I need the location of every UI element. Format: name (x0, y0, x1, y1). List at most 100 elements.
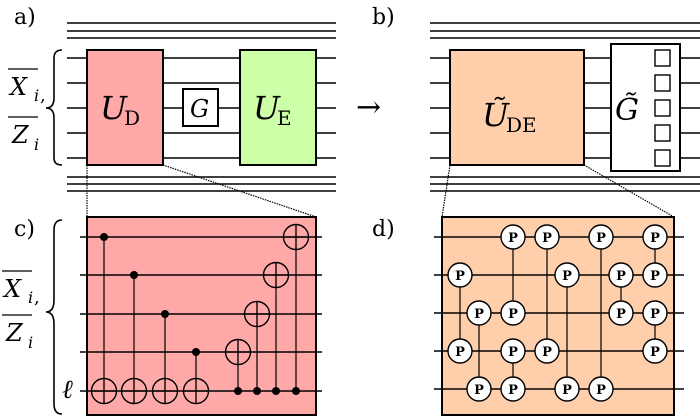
label-comma: , (34, 287, 40, 308)
panel-label-b: b) (372, 5, 395, 30)
g-tilde-slot (654, 74, 671, 92)
p-gate-label: P (508, 307, 518, 322)
logical-z-label: Z (5, 319, 24, 347)
p-gate-circle (588, 376, 614, 402)
p-gate: P (608, 262, 634, 288)
panel-label-c: c) (14, 217, 35, 242)
p-gate-circle (466, 300, 492, 326)
p-gate: P (608, 300, 634, 326)
brace-icon (45, 49, 63, 166)
control-dot-icon (292, 387, 300, 395)
target-oplus-icon (262, 261, 290, 289)
p-gate: P (554, 262, 580, 288)
p-gate-circle (500, 376, 526, 402)
logical-x-sub: i (28, 288, 33, 307)
p-gate-label: P (562, 383, 572, 398)
p-gate-circle (642, 300, 668, 326)
panel-label-a: a) (14, 5, 36, 30)
p-gate-label: P (508, 231, 518, 246)
u-e-gate (239, 49, 317, 166)
arrow-right-icon: → (356, 90, 381, 125)
p-gate: P (588, 224, 614, 250)
g-tilde-slot (654, 49, 671, 67)
target-oplus-icon (120, 377, 148, 405)
control-dot-icon (253, 387, 261, 395)
p-gate-circle (447, 338, 473, 364)
target-oplus-icon (282, 223, 310, 251)
p-gate: P (642, 262, 668, 288)
g-tilde-slot (654, 149, 671, 167)
g-tilde-slots (654, 49, 671, 167)
panel-c-cnots (90, 223, 310, 405)
p-gate-label: P (596, 383, 606, 398)
p-gate-label: P (508, 345, 518, 360)
p-gate: P (447, 262, 473, 288)
p-gate: P (466, 300, 492, 326)
p-gate-label: P (508, 383, 518, 398)
cnot-gate (243, 300, 271, 395)
target-oplus-icon (243, 300, 271, 328)
cnot-gate (282, 223, 310, 395)
control-dot-icon (234, 387, 242, 395)
u-d-expanded-box (86, 216, 317, 416)
cnot-gate (151, 310, 179, 405)
p-gate: P (642, 224, 668, 250)
g-tilde-symbol: G̃ (615, 93, 639, 128)
g-tilde-slot (654, 124, 671, 142)
p-gate-circle (608, 300, 634, 326)
u-d-symbol: U (100, 89, 128, 127)
p-gate-circle (608, 262, 634, 288)
u-de-symbol: Ũ (482, 96, 510, 134)
p-gate-circle (534, 224, 560, 250)
p-gate: P (500, 376, 526, 402)
logical-z-sub: i (28, 333, 33, 352)
zoom-connector-right-a (162, 164, 317, 218)
p-gate-label: P (474, 383, 484, 398)
zoom-connector-left-b (441, 164, 451, 218)
p-gate: P (500, 224, 526, 250)
panel-label-d: d) (372, 217, 395, 242)
p-gate: P (588, 376, 614, 402)
cnot-gate (120, 271, 148, 405)
p-gate-circle (588, 224, 614, 250)
target-oplus-icon (182, 377, 210, 405)
p-gate-circle (500, 224, 526, 250)
p-gate-label: P (455, 345, 465, 360)
p-gate-label: P (616, 307, 626, 322)
target-oplus-icon (151, 377, 179, 405)
p-gate: P (466, 376, 492, 402)
p-gate-label: P (650, 269, 660, 284)
cnot-gate (90, 233, 118, 405)
control-dot-icon (130, 271, 138, 279)
g-symbol: G (190, 95, 209, 123)
control-dot-icon (272, 387, 280, 395)
p-gate-circle (642, 224, 668, 250)
g-tilde-slot (654, 99, 671, 117)
logical-z-sub: i (34, 135, 39, 154)
target-oplus-icon (90, 377, 118, 405)
p-gate-circle (642, 262, 668, 288)
p-gate: P (642, 338, 668, 364)
p-gate: P (534, 338, 560, 364)
target-oplus-icon (224, 338, 252, 366)
u-de-gate (449, 49, 585, 166)
p-gate-label: P (542, 345, 552, 360)
logical-x-sub: i (34, 86, 39, 105)
control-dot-icon (100, 233, 108, 241)
brace-icon (45, 219, 63, 415)
panel-b: Ũ DE G̃ (430, 22, 700, 192)
p-gate-circle (554, 262, 580, 288)
g-gate (182, 88, 219, 127)
p-gate-label: P (650, 307, 660, 322)
p-gate-circle (554, 376, 580, 402)
panel-c: X i , Z i ℓ (2, 216, 322, 416)
p-gate-label: P (474, 307, 484, 322)
control-dot-icon (161, 310, 169, 318)
p-gate-circle (500, 300, 526, 326)
cnot-gate (224, 338, 252, 395)
p-gate-label: P (455, 269, 465, 284)
cnot-gate (182, 348, 210, 405)
logical-z-label: Z (11, 121, 30, 149)
